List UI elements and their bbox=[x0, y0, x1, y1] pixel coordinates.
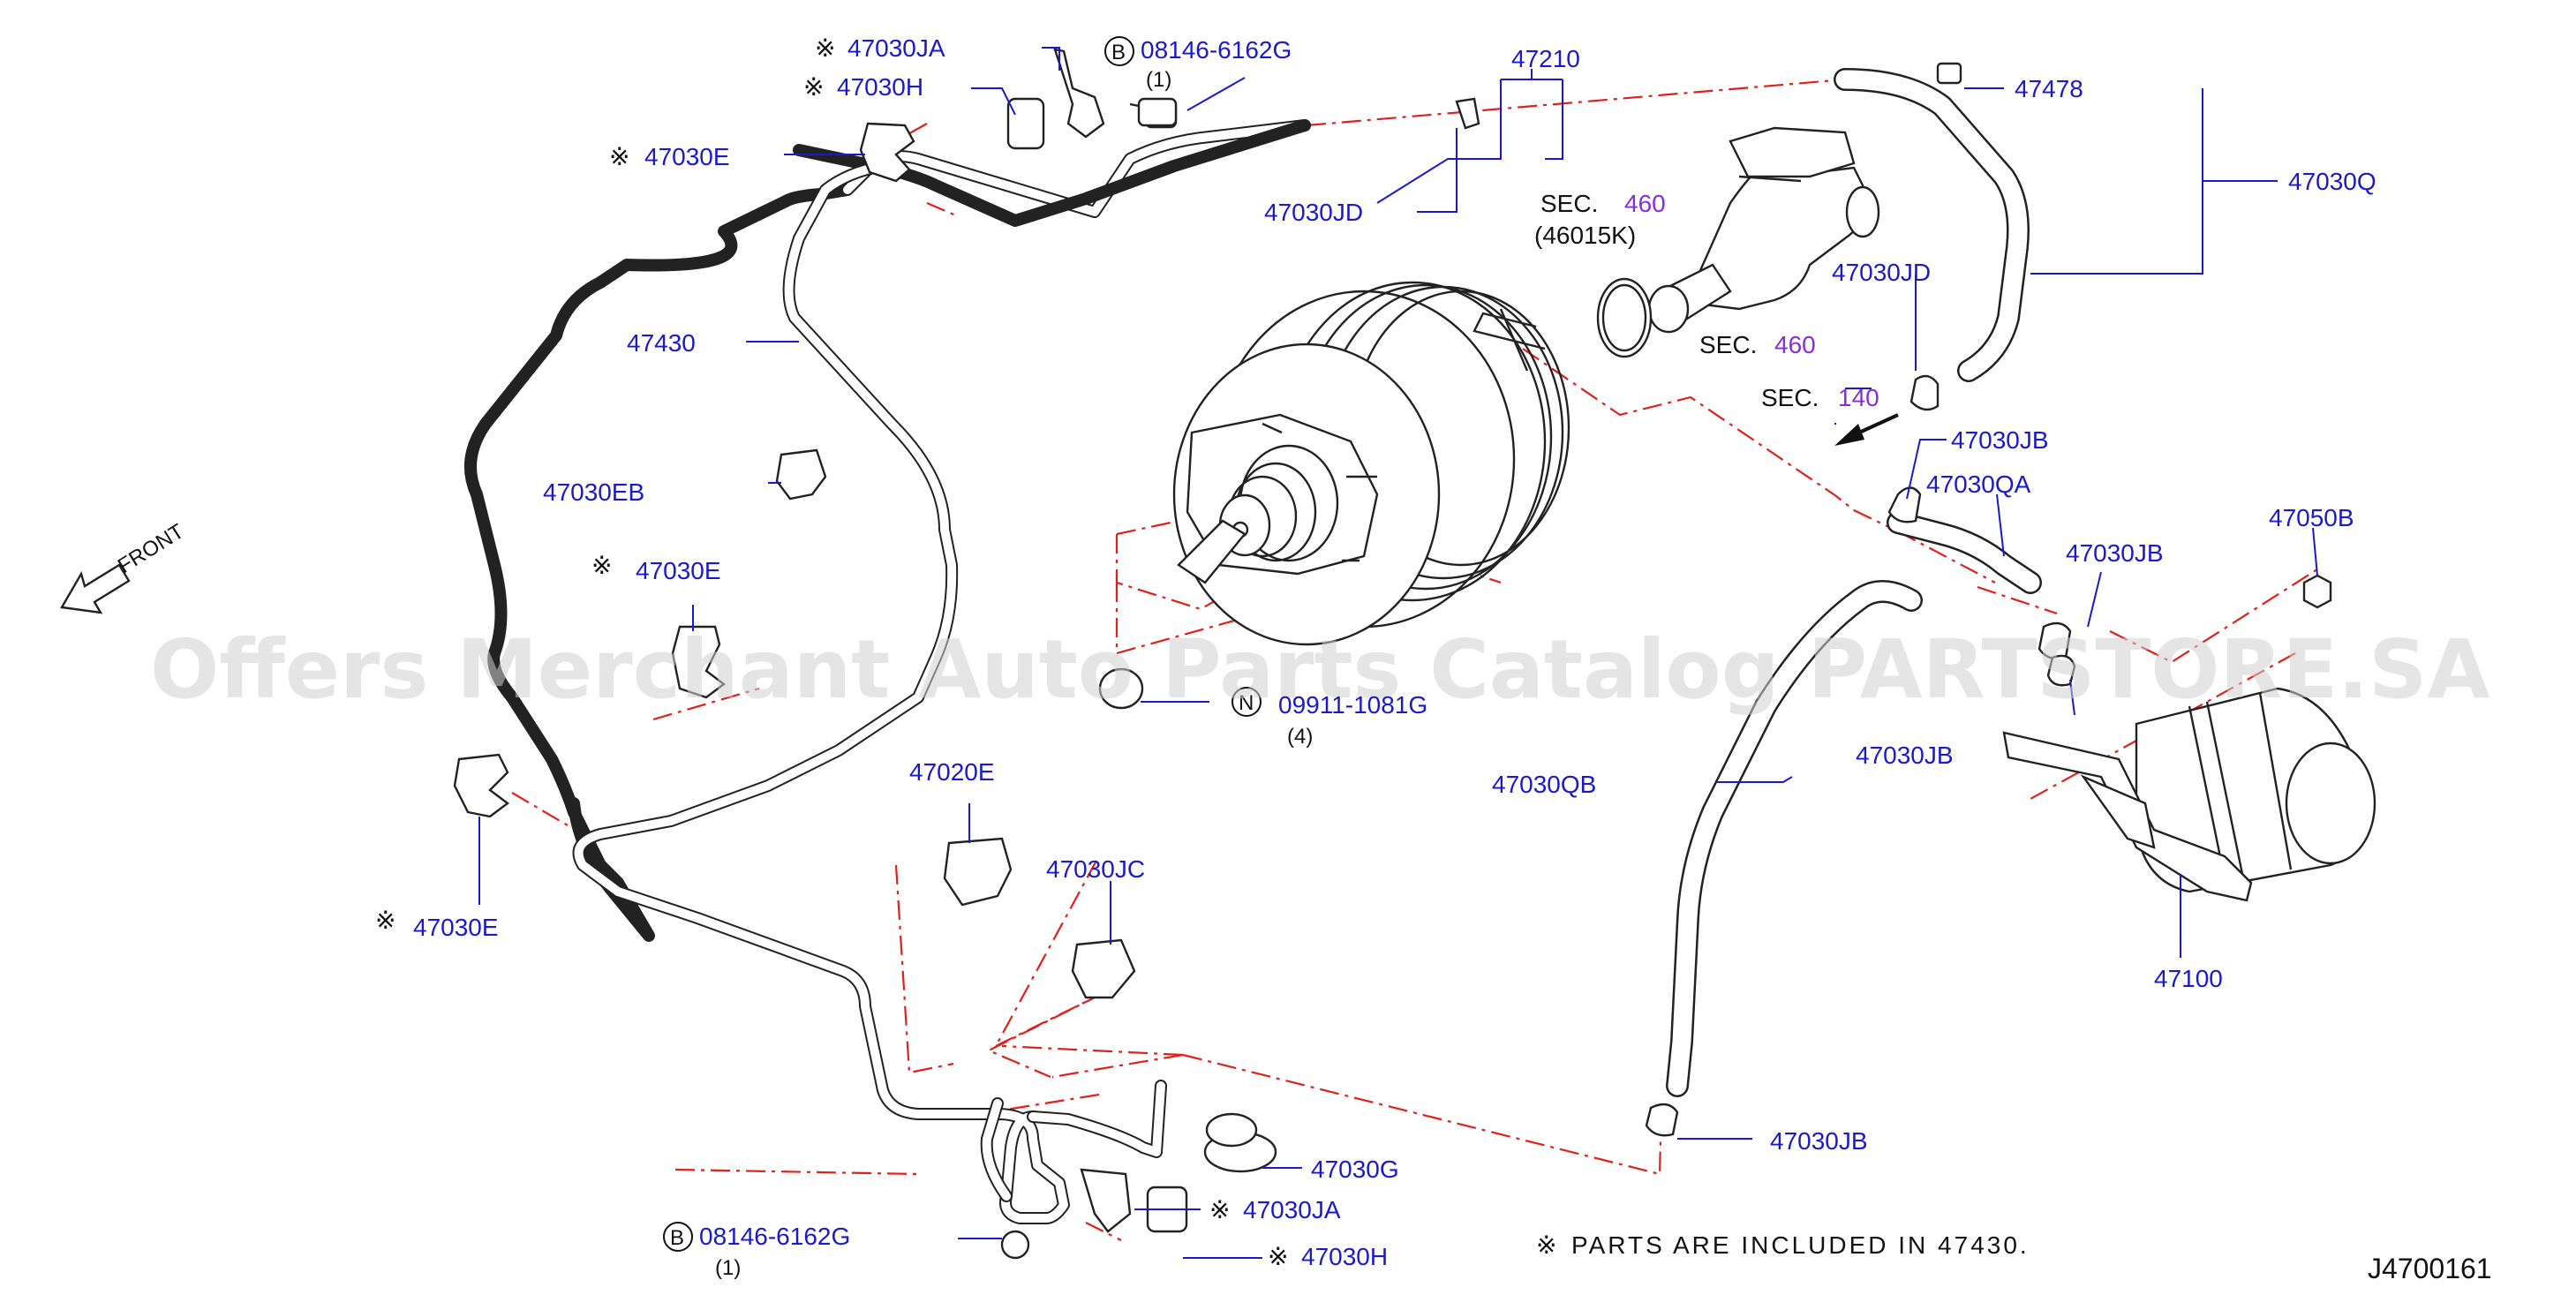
canister-47100 bbox=[2002, 687, 2376, 902]
sec140-num: 140 bbox=[1838, 384, 1879, 411]
callout-47030jb-3: 47030JB bbox=[1856, 742, 1954, 769]
front-arrow-icon bbox=[60, 563, 131, 614]
footnote: PARTS ARE INCLUDED IN 47430. bbox=[1571, 1231, 2030, 1259]
b-marker-bottom-icon: B bbox=[663, 1222, 693, 1252]
callout-47030h-bottom: 47030H bbox=[1301, 1243, 1388, 1270]
o-ring-46015k-label: (46015K) bbox=[1534, 222, 1636, 249]
callout-09911: 09911-1081G bbox=[1278, 691, 1427, 719]
callout-47030ja-top: 47030JA bbox=[847, 34, 945, 62]
callout-47050b: 47050B bbox=[2269, 504, 2354, 531]
callout-08146-top-qty: (1) bbox=[1146, 68, 1171, 92]
callout-08146-bottom-qty: (1) bbox=[715, 1256, 741, 1280]
svg-text:※: ※ bbox=[803, 73, 824, 101]
callout-47030jb-1: 47030JB bbox=[1951, 426, 2049, 454]
callout-47030e-top: 47030E bbox=[644, 143, 730, 170]
hose-47030qb bbox=[1666, 580, 1923, 1097]
diagram-reference-code: J4700161 bbox=[2368, 1253, 2492, 1284]
callout-47030qb: 47030QB bbox=[1492, 771, 1596, 798]
callout-47430: 47430 bbox=[627, 329, 696, 357]
kome-marks: ※ ※ ※ ※ ※ ※ ※ ※ bbox=[375, 34, 1556, 1270]
o-ring-46015k bbox=[1596, 277, 1653, 358]
callout-47030jb-2: 47030JB bbox=[2066, 539, 2164, 567]
watermark: Offers Merchant Auto Parts Catalog PARTS… bbox=[150, 622, 2490, 717]
callout-47030jb-4: 47030JB bbox=[1770, 1127, 1868, 1155]
hose-47030qa bbox=[1887, 511, 2042, 594]
callout-47030ja-bottom: 47030JA bbox=[1243, 1196, 1341, 1223]
svg-text:B: B bbox=[670, 1226, 684, 1250]
b-marker-top-icon: B bbox=[1104, 36, 1134, 66]
callout-09911-qty: (4) bbox=[1287, 725, 1313, 749]
callout-47478: 47478 bbox=[2015, 75, 2083, 102]
sec460-b-num: 460 bbox=[1774, 331, 1816, 358]
svg-text:※: ※ bbox=[591, 552, 612, 579]
callout-47030qa: 47030QA bbox=[1926, 471, 2031, 498]
callout-47030g: 47030G bbox=[1311, 1156, 1399, 1183]
svg-text:B: B bbox=[1111, 41, 1126, 64]
callout-47030q: 47030Q bbox=[2288, 168, 2376, 195]
callout-47030eb: 47030EB bbox=[543, 478, 644, 506]
small-parts bbox=[453, 48, 2332, 1260]
sec140-label: SEC. bbox=[1761, 384, 1819, 411]
callout-47030jd-left: 47030JD bbox=[1264, 199, 1363, 226]
brake-booster-47210 bbox=[1172, 281, 1570, 646]
sec460-a-num: 460 bbox=[1624, 190, 1666, 217]
callout-47030h-top: 47030H bbox=[837, 73, 923, 101]
sec460-b-label: SEC. bbox=[1699, 331, 1757, 358]
svg-text:※: ※ bbox=[375, 907, 395, 934]
cap-47478 bbox=[1936, 62, 1962, 85]
callout-08146-top: 08146-6162G bbox=[1141, 36, 1292, 64]
callout-47030e-mid: 47030E bbox=[636, 557, 721, 584]
svg-text:※: ※ bbox=[815, 34, 835, 62]
svg-text:※: ※ bbox=[1536, 1231, 1556, 1259]
callout-47210: 47210 bbox=[1511, 45, 1580, 72]
callout-47030e-low: 47030E bbox=[413, 914, 499, 941]
front-label: FRONT bbox=[114, 519, 189, 578]
callout-47100: 47100 bbox=[2154, 965, 2223, 992]
callout-47020e: 47020E bbox=[909, 758, 995, 786]
callout-47030jc: 47030JC bbox=[1046, 855, 1145, 883]
callout-47030jd-right: 47030JD bbox=[1832, 259, 1931, 286]
sec460-a-label: SEC. bbox=[1540, 190, 1598, 217]
svg-text:※: ※ bbox=[1209, 1196, 1230, 1223]
callout-08146-bottom: 08146-6162G bbox=[699, 1223, 850, 1250]
n-marker-icon: N bbox=[1232, 687, 1262, 717]
svg-text:※: ※ bbox=[609, 143, 629, 170]
sec140-arrow bbox=[1834, 413, 1899, 446]
hose-47030q bbox=[1834, 68, 2030, 382]
callout-leaders bbox=[478, 47, 2318, 1259]
svg-text:N: N bbox=[1239, 691, 1254, 715]
svg-text:※: ※ bbox=[1268, 1243, 1288, 1270]
master-cylinder-sec460 bbox=[1647, 126, 1880, 334]
